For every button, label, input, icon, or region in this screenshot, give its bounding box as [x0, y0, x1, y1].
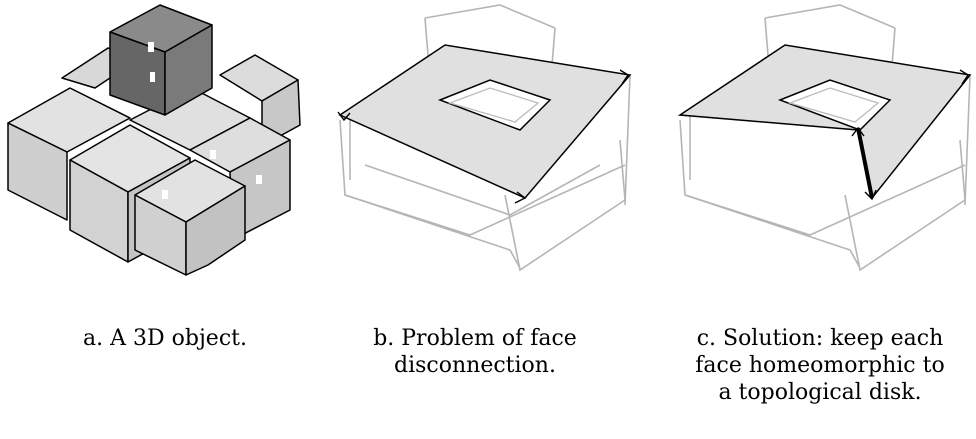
- caption-a: a. A 3D object.: [83, 326, 247, 351]
- caption-b: b. Problem of face disconnection.: [373, 326, 577, 378]
- caption-c: c. Solution: keep each face homeomorphic…: [695, 326, 945, 405]
